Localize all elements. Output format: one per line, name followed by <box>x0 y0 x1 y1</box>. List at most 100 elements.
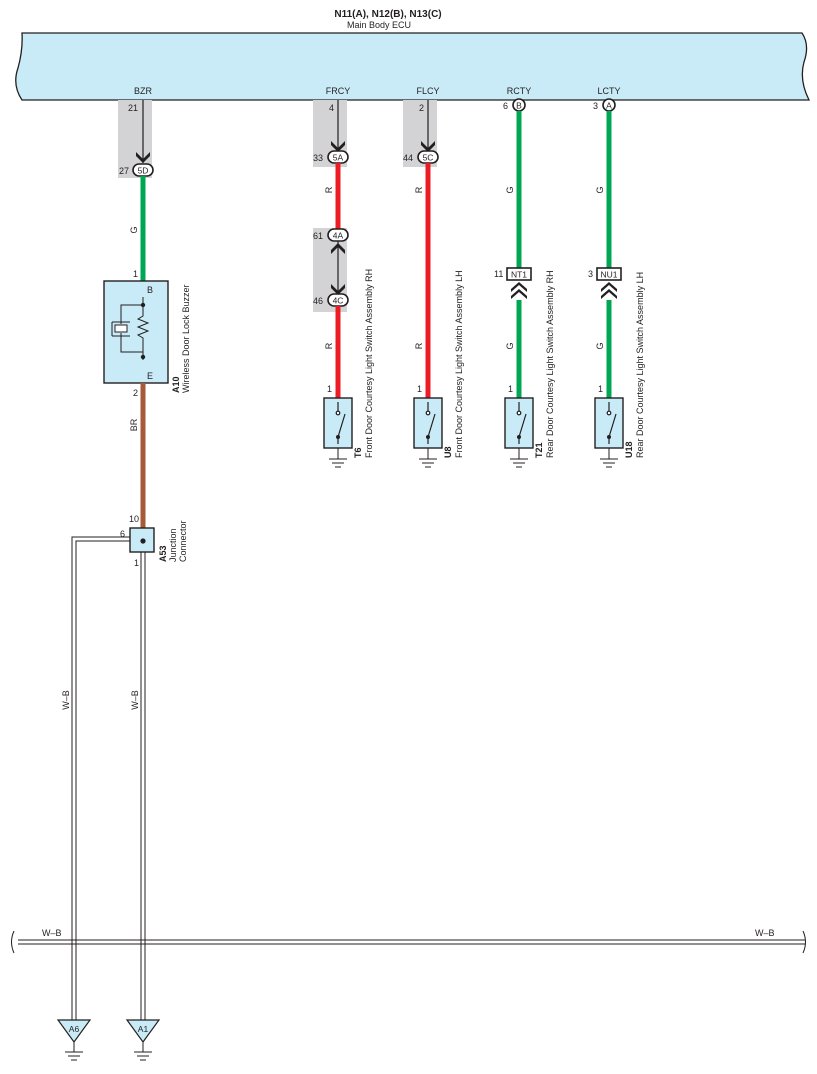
ecu-terminal-bzr: BZR <box>134 86 153 96</box>
wire-lcty-g1-label: G <box>595 186 605 193</box>
buzzer-body <box>103 280 169 384</box>
ecu-pin-flcy: 2 <box>419 103 424 113</box>
connector-4a-label: 4A <box>333 231 344 241</box>
switch-u8-node <box>426 435 430 439</box>
switch-t6-code: T6 <box>353 447 363 458</box>
junction-name-line1: Junction <box>168 528 178 562</box>
ground-a1-symbol <box>134 1042 152 1061</box>
switch-t6-name: Front Door Courtesy Light Switch Assembl… <box>364 269 374 458</box>
ecu-terminal-lcty: LCTY <box>597 86 620 96</box>
ecu-title: N11(A), N12(B), N13(C) <box>334 9 441 20</box>
connector-a-label: A <box>606 101 612 111</box>
junction-code: A53 <box>158 545 168 562</box>
switch-u8-pin: 1 <box>417 384 422 394</box>
switch-u18-ground <box>600 448 618 468</box>
switch-u18-node <box>607 435 611 439</box>
ecu-terminal-flcy: FLCY <box>416 86 439 96</box>
connector-5d-label: 5D <box>138 166 149 176</box>
buzzer-node-2 <box>140 354 146 360</box>
buzzer-pin-bottom: 2 <box>133 388 138 398</box>
buzzer-pin-top: 1 <box>133 269 138 279</box>
arrow-flcy <box>421 141 435 152</box>
ecu-pin-lcty: 3 <box>593 101 598 111</box>
switch-t21-node <box>517 435 521 439</box>
ecu-terminal-frcy: FRCY <box>326 86 351 96</box>
connector-4c-pin: 46 <box>313 296 323 306</box>
arrow-bzr <box>136 152 150 163</box>
arrow-frcy <box>331 141 345 152</box>
connector-5c-label: 5C <box>423 153 434 163</box>
junction-pin-left: 6 <box>120 529 125 539</box>
connector-nu1-label: NU1 <box>600 270 617 280</box>
wire-lcty-g2-label: G <box>595 342 605 349</box>
junction-name-line2: Connector <box>178 520 188 562</box>
wire-bzr-g-label: G <box>129 226 139 233</box>
switch-t21-code: T21 <box>534 442 544 458</box>
ground-a1-label: A1 <box>138 1024 149 1034</box>
wire-bus-left-label: W–B <box>42 928 62 938</box>
switch-t6-pin: 1 <box>327 384 332 394</box>
switch-t21-symbol <box>516 402 527 444</box>
connector-nu1-pin: 3 <box>588 269 593 279</box>
arrow-nt1 <box>511 282 527 299</box>
switch-u18-pin: 1 <box>598 384 603 394</box>
buzzer-code: A10 <box>171 376 181 393</box>
ecu-body <box>15 32 811 101</box>
wire-bus-right-label: W–B <box>755 928 775 938</box>
wire-rcty-g2-label: G <box>505 342 515 349</box>
wire-wb-mid <box>140 552 146 1020</box>
switch-t6-node <box>336 435 340 439</box>
ground-a1-triangle <box>125 1019 161 1044</box>
arrow-4a-up <box>331 243 345 254</box>
switch-u8-code: U8 <box>443 446 453 458</box>
connector-nu1 <box>596 267 622 281</box>
connector-nt1 <box>506 267 532 281</box>
wire-wb-left <box>71 536 130 1020</box>
wire-rcty-g1-label: G <box>505 186 515 193</box>
switch-t21-name: Rear Door Courtesy Light Switch Assembly… <box>545 270 555 458</box>
ground-a6-triangle <box>56 1019 92 1044</box>
connector-b-label: B <box>516 101 522 111</box>
junction-pin-top: 10 <box>129 514 139 524</box>
connector-4c-label: 4C <box>333 296 344 306</box>
buzzer-term-b: B <box>147 285 153 295</box>
buzzer-name: Wireless Door Lock Buzzer <box>181 284 191 393</box>
connector-5d-pin: 27 <box>119 166 129 176</box>
wire-flcy-r1-label: R <box>414 186 424 193</box>
switch-t6-symbol <box>335 402 346 444</box>
ecu-subtitle: Main Body ECU <box>347 20 411 30</box>
switch-u8-symbol <box>425 402 436 444</box>
wire-frcy-r1-label: R <box>324 186 334 193</box>
switch-t21-ground <box>510 448 528 468</box>
arrow-nu1 <box>601 282 617 299</box>
switch-u8-ground <box>419 448 437 468</box>
ground-a6-symbol <box>65 1042 83 1061</box>
wire-wb-mid-label: W–B <box>130 690 140 710</box>
arrow-4c-down <box>331 284 345 295</box>
ecu-terminal-rcty: RCTY <box>507 86 532 96</box>
ground-a6-label: A6 <box>69 1024 80 1034</box>
wire-frcy-r2-label: R <box>324 342 334 349</box>
connector-5a-label: 5A <box>333 153 344 163</box>
junction-node <box>140 538 146 544</box>
connector-nt1-pin: 11 <box>494 269 503 279</box>
wire-wb-bus <box>11 930 806 954</box>
switch-t21-pin: 1 <box>508 384 513 394</box>
wire-bzr-br-label: BR <box>129 418 139 431</box>
buzzer-term-e: E <box>147 371 153 381</box>
junction-pin-bottom: 1 <box>134 558 139 568</box>
ecu-pin-rcty: 6 <box>503 101 508 111</box>
connector-5c-pin: 44 <box>403 153 413 163</box>
wire-wb-left-label: W–B <box>61 690 71 710</box>
buzzer-symbol <box>111 297 150 360</box>
switch-t6-ground <box>329 448 347 468</box>
ecu-pin-frcy: 4 <box>329 103 334 113</box>
wire-flcy-r2-label: R <box>414 342 424 349</box>
ecu-pin-bzr: 21 <box>128 103 138 113</box>
switch-u8-name: Front Door Courtesy Light Switch Assembl… <box>454 270 464 458</box>
switch-u18-code: U18 <box>624 441 634 458</box>
connector-4a-pin: 61 <box>313 231 323 241</box>
connector-nt1-label: NT1 <box>511 270 527 280</box>
connector-5a-pin: 33 <box>313 153 323 163</box>
